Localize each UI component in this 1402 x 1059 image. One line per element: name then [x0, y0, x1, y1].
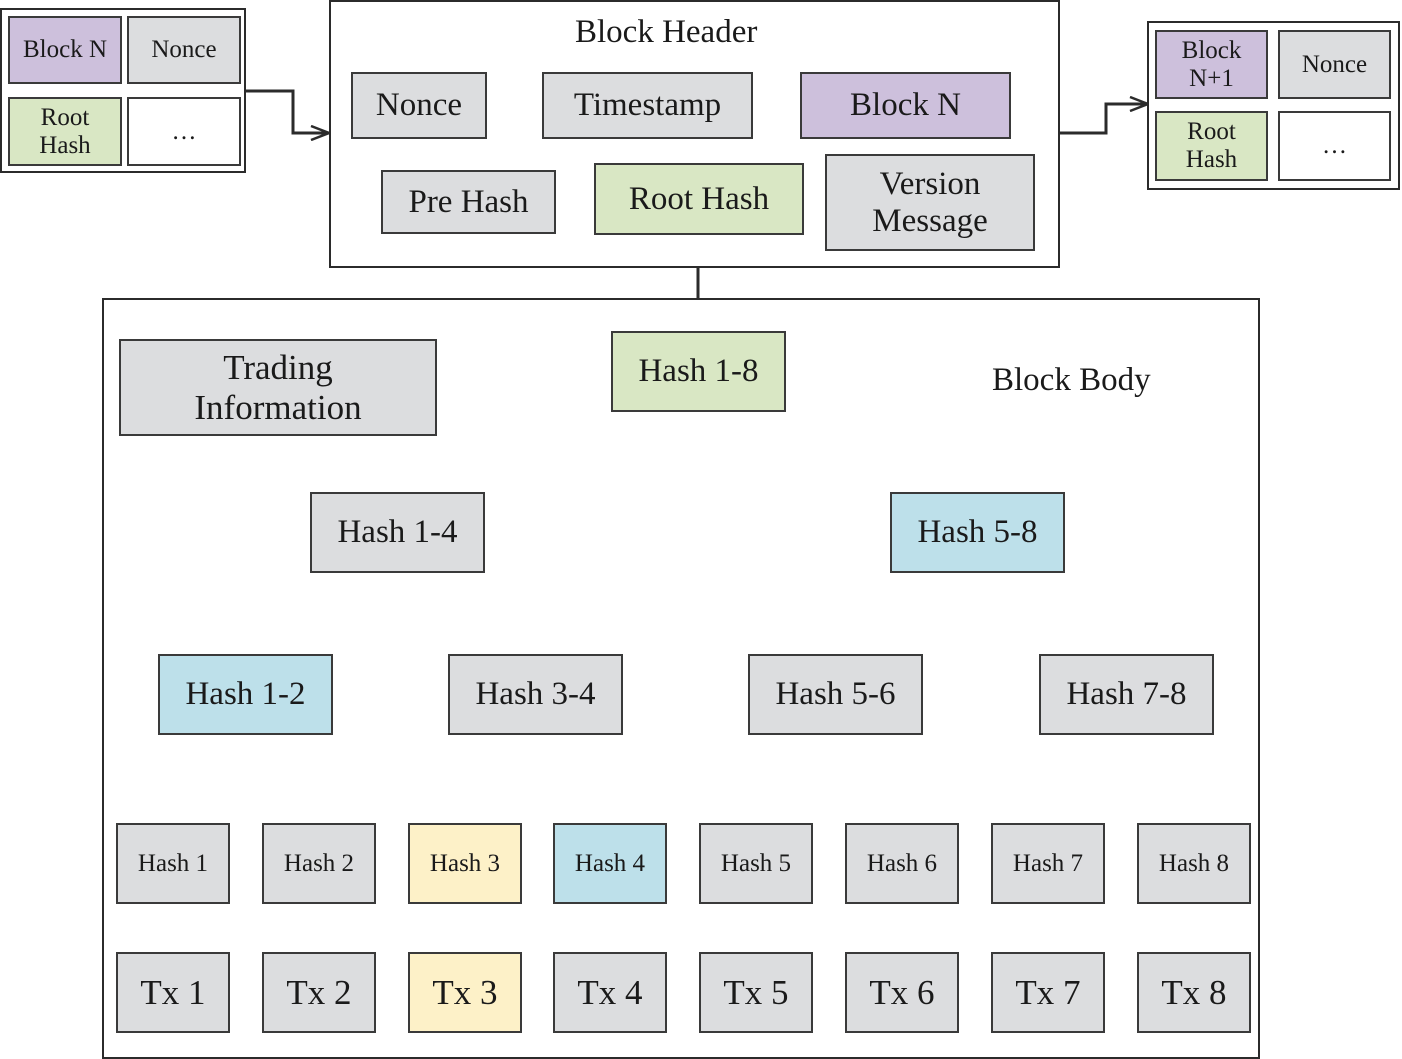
- hash-7-8: Hash 7-8: [1039, 654, 1214, 735]
- hash-3: Hash 3: [408, 823, 522, 904]
- hash-1: Hash 1: [116, 823, 230, 904]
- hash-1-8: Hash 1-8: [611, 331, 786, 412]
- header-nonce: Nonce: [351, 72, 487, 139]
- tx-7: Tx 7: [991, 952, 1105, 1033]
- hash-3-4: Hash 3-4: [448, 654, 623, 735]
- hash-8: Hash 8: [1137, 823, 1251, 904]
- tx-1: Tx 1: [116, 952, 230, 1033]
- tx-5: Tx 5: [699, 952, 813, 1033]
- header-pre-hash: Pre Hash: [381, 170, 556, 234]
- trading-information: Trading Information: [119, 339, 437, 436]
- prev-nonce: Nonce: [127, 16, 241, 84]
- prev-more: …: [127, 97, 241, 166]
- hash-5: Hash 5: [699, 823, 813, 904]
- header-to-next-arrow: [1060, 104, 1148, 135]
- tx-2: Tx 2: [262, 952, 376, 1033]
- hash-4: Hash 4: [553, 823, 667, 904]
- next-root-hash: Root Hash: [1155, 111, 1268, 181]
- tx-4: Tx 4: [553, 952, 667, 1033]
- hash-6: Hash 6: [845, 823, 959, 904]
- hash-5-8: Hash 5-8: [890, 492, 1065, 573]
- prev-root-hash: Root Hash: [8, 97, 122, 166]
- next-nonce: Nonce: [1278, 30, 1391, 99]
- header-version-message: Version Message: [825, 154, 1035, 251]
- block-body-title: Block Body: [992, 362, 1151, 398]
- hash-1-2: Hash 1-2: [158, 654, 333, 735]
- header-root-hash: Root Hash: [594, 163, 804, 235]
- hash-2: Hash 2: [262, 823, 376, 904]
- next-more: …: [1278, 111, 1391, 181]
- hash-7: Hash 7: [991, 823, 1105, 904]
- tx-8: Tx 8: [1137, 952, 1251, 1033]
- tx-6: Tx 6: [845, 952, 959, 1033]
- header-block-n: Block N: [800, 72, 1011, 139]
- hash-5-6: Hash 5-6: [748, 654, 923, 735]
- prev-to-header-arrow: [246, 89, 329, 133]
- block-header-title: Block Header: [575, 14, 758, 50]
- header-timestamp: Timestamp: [542, 72, 753, 139]
- prev-block-n: Block N: [8, 16, 122, 84]
- next-block-n1: Block N+1: [1155, 30, 1268, 99]
- tx-3: Tx 3: [408, 952, 522, 1033]
- hash-1-4: Hash 1-4: [310, 492, 485, 573]
